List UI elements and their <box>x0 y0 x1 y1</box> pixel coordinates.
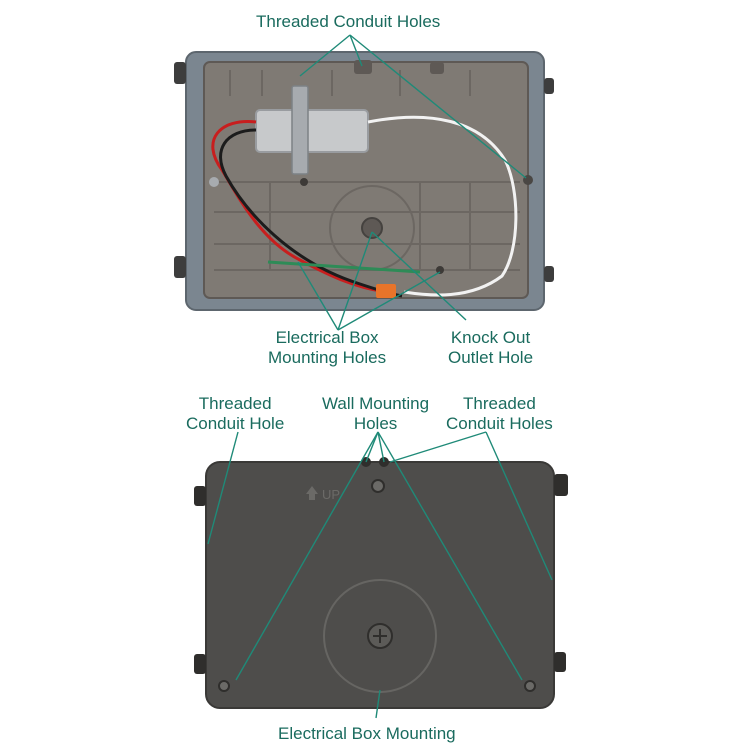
up-arrow-icon <box>306 486 318 500</box>
label-knock-out-outlet-hole: Knock Out Outlet Hole <box>448 328 534 367</box>
ground-screw-icon <box>209 177 219 187</box>
ground-wire <box>267 260 421 274</box>
conduit-hole-icon <box>354 60 372 74</box>
side-screw-icon <box>554 474 568 496</box>
label-threaded-conduit-holes-right: Threaded Conduit Holes <box>446 394 553 433</box>
side-screw-icon <box>194 654 206 674</box>
wire-connector-icon <box>376 284 396 298</box>
bottom-view-leader-lines <box>207 431 553 719</box>
label-electrical-box-mounting: Electrical Box Mounting <box>278 724 456 743</box>
side-screw-icon <box>174 256 186 278</box>
side-screw-icon <box>554 652 566 672</box>
label-wall-mounting-holes: Wall Mounting Holes <box>322 394 430 433</box>
top-view-leader-lines <box>297 34 527 331</box>
label-threaded-conduit-hole-left: Threaded Conduit Hole <box>186 394 285 433</box>
up-marking: UP <box>322 487 340 502</box>
red-wire <box>211 120 391 294</box>
wall-mounting-hole-icon <box>218 680 230 692</box>
wall-mounting-hole-icon <box>371 479 385 493</box>
open-housing-view <box>174 51 554 311</box>
mounting-hole-icon <box>300 178 308 186</box>
label-electrical-box-mounting-holes: Electrical Box Mounting Holes <box>268 328 387 367</box>
mounting-hole-icon <box>436 266 444 274</box>
label-threaded-conduit-holes-top: Threaded Conduit Holes <box>256 12 441 31</box>
side-screw-icon <box>544 266 554 282</box>
driver-box <box>255 109 369 153</box>
side-screw-icon <box>544 78 554 94</box>
conduit-hole-icon <box>430 62 444 74</box>
wall-mounting-hole-icon <box>524 680 536 692</box>
side-screw-icon <box>194 486 206 506</box>
white-wire <box>367 115 518 297</box>
driver-bracket <box>291 85 309 175</box>
center-knockout-icon <box>361 217 383 239</box>
side-screw-icon <box>174 62 186 84</box>
back-panel-view: UP <box>194 457 568 709</box>
